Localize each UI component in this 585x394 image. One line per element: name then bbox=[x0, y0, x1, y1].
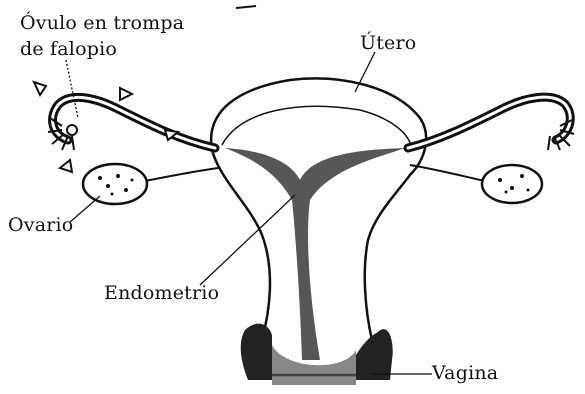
label-utero: Útero bbox=[360, 34, 416, 53]
label-endometrio: Endometrio bbox=[104, 284, 219, 303]
label-vagina: Vagina bbox=[432, 364, 498, 383]
label-ovulo-line2: de falopio bbox=[20, 40, 117, 59]
ovum bbox=[67, 125, 77, 135]
label-ovario: Ovario bbox=[8, 216, 73, 235]
label-ovulo-line1: Óvulo en trompa bbox=[20, 14, 184, 33]
right-fallopian-tube-inner bbox=[408, 97, 570, 148]
top-dash bbox=[236, 6, 256, 8]
leader-ovario bbox=[70, 196, 100, 222]
left-fallopian-tube-inner bbox=[53, 97, 215, 148]
left-ovary bbox=[83, 164, 147, 204]
leader-ovulo bbox=[66, 60, 78, 118]
right-ovary bbox=[482, 165, 542, 203]
right-ovarian-ligament bbox=[410, 165, 490, 182]
vagina-region bbox=[241, 324, 272, 380]
left-ovarian-ligament bbox=[140, 168, 218, 182]
